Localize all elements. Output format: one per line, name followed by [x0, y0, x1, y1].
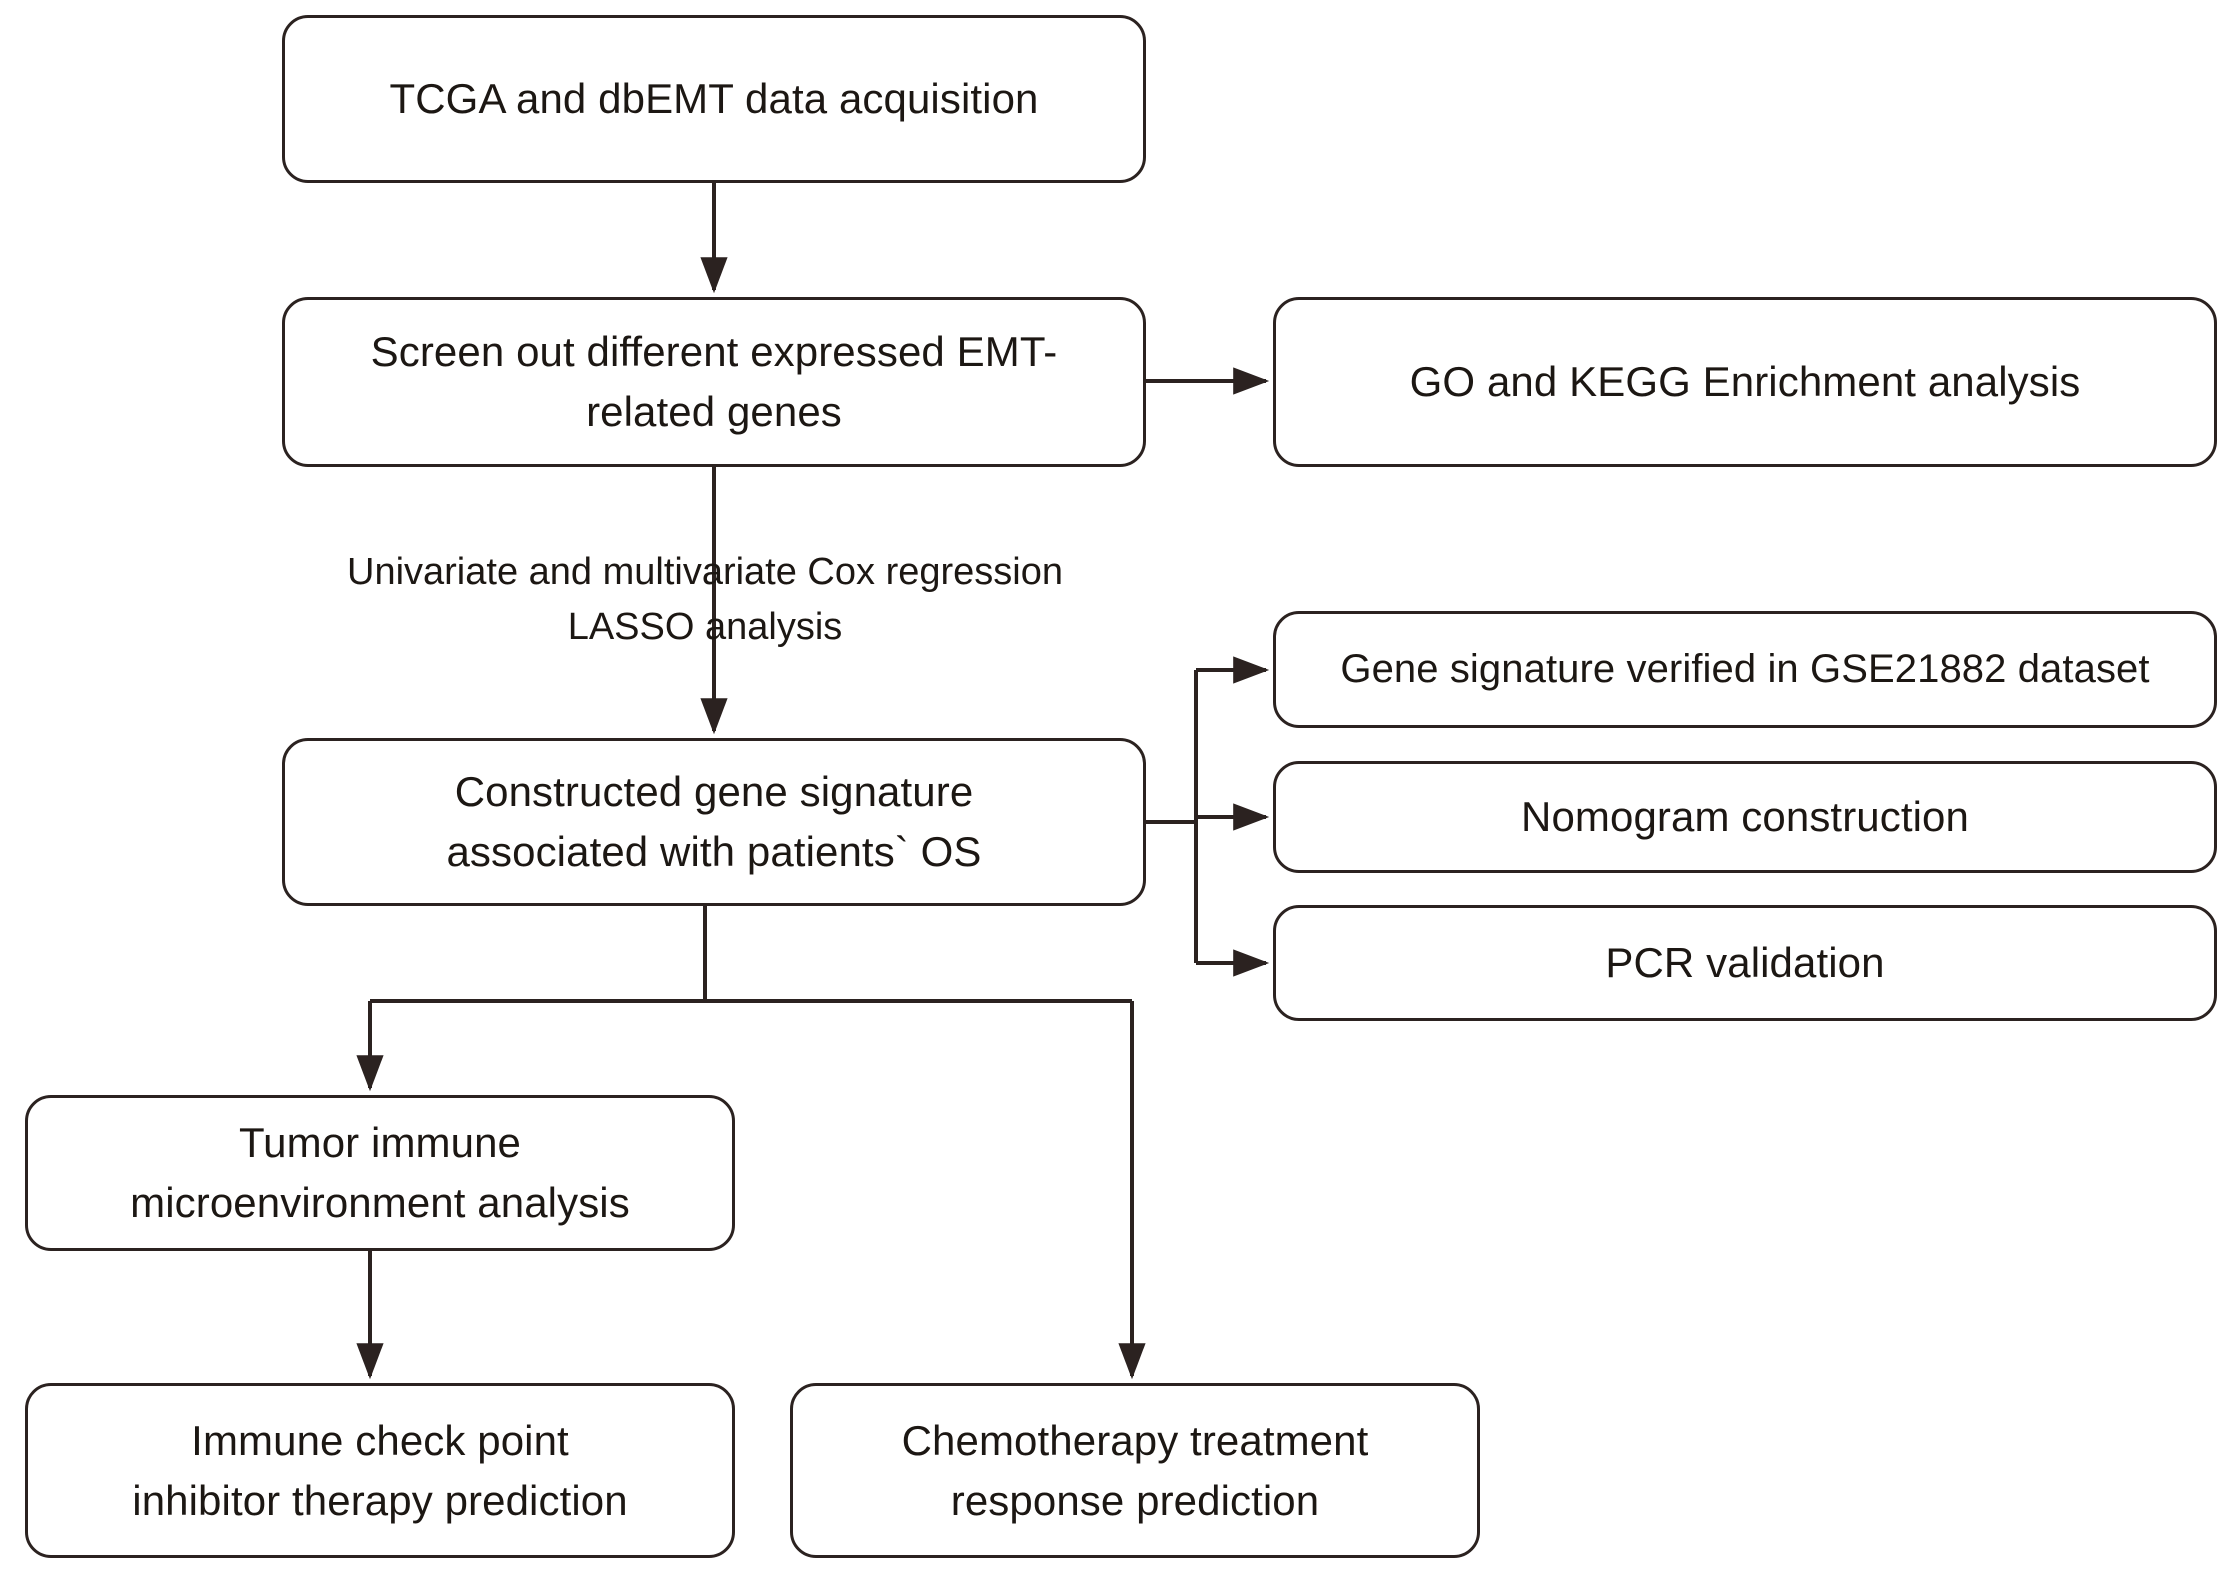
- node-screen-deg-label: Screen out different expressed EMT- rela…: [370, 328, 1058, 435]
- node-immune-checkpoint-prediction[interactable]: Immune check point inhibitor therapy pre…: [25, 1383, 735, 1558]
- node-go-kegg-enrichment[interactable]: GO and KEGG Enrichment analysis: [1273, 297, 2217, 467]
- node-tumor-immune-microenvironment-label: Tumor immune microenvironment analysis: [130, 1119, 630, 1226]
- edge-label-cox-lasso: Univariate and multivariate Cox regressi…: [347, 551, 1063, 649]
- node-nomogram-construction[interactable]: Nomogram construction: [1273, 761, 2217, 873]
- node-gene-signature[interactable]: Constructed gene signature associated wi…: [282, 738, 1146, 906]
- node-chemotherapy-response-prediction-label: Chemotherapy treatment response predicti…: [901, 1416, 1369, 1524]
- node-immune-checkpoint-prediction-label: Immune check point inhibitor therapy pre…: [132, 1416, 628, 1524]
- node-data-acquisition[interactable]: TCGA and dbEMT data acquisition: [282, 15, 1146, 183]
- node-data-acquisition-label: TCGA and dbEMT data acquisition: [389, 75, 1039, 123]
- node-nomogram-construction-label: Nomogram construction: [1521, 793, 1969, 841]
- node-pcr-validation[interactable]: PCR validation: [1273, 905, 2217, 1021]
- node-gse-validation-label: Gene signature verified in GSE21882 data…: [1340, 647, 2150, 692]
- node-gene-signature-label: Constructed gene signature associated wi…: [446, 768, 982, 875]
- node-pcr-validation-label: PCR validation: [1605, 939, 1885, 987]
- node-screen-deg[interactable]: Screen out different expressed EMT- rela…: [282, 297, 1146, 467]
- node-gse-validation[interactable]: Gene signature verified in GSE21882 data…: [1273, 611, 2217, 728]
- node-chemotherapy-response-prediction[interactable]: Chemotherapy treatment response predicti…: [790, 1383, 1480, 1558]
- node-go-kegg-enrichment-label: GO and KEGG Enrichment analysis: [1409, 358, 2081, 406]
- node-tumor-immune-microenvironment[interactable]: Tumor immune microenvironment analysis: [25, 1095, 735, 1251]
